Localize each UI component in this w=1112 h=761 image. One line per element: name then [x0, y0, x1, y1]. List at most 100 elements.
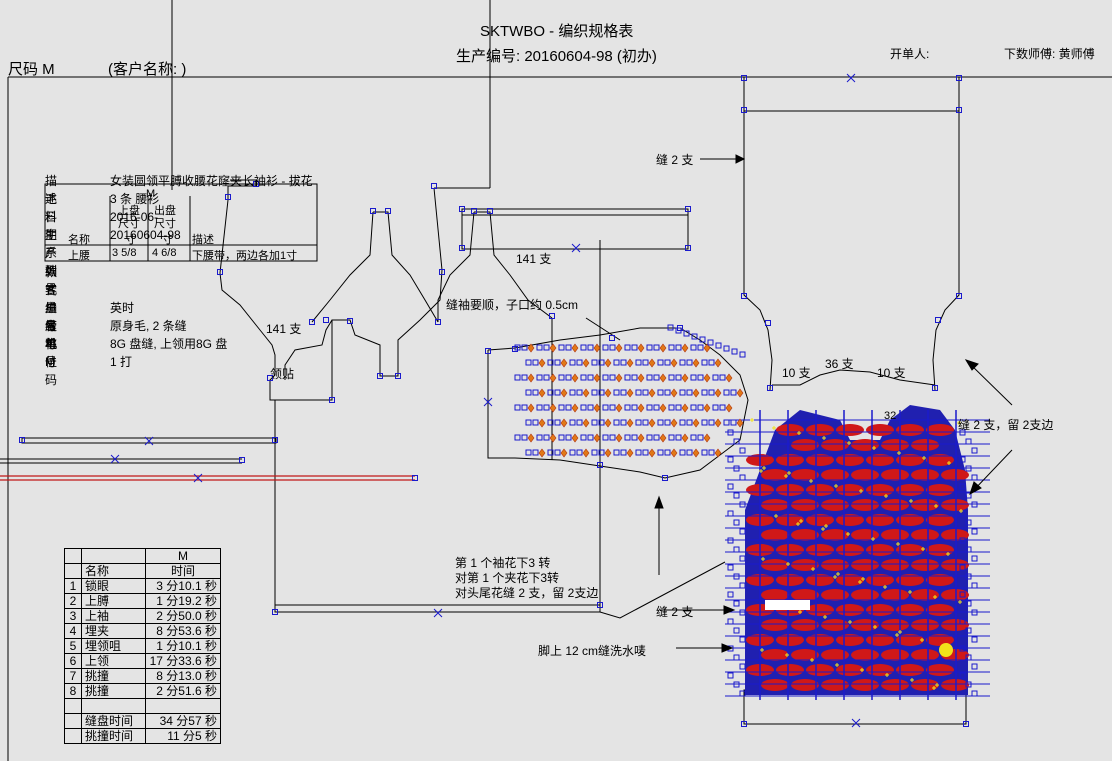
vertex-handle[interactable]	[459, 245, 465, 251]
time-row-name: 锁眼	[81, 578, 146, 594]
info-key: 毛料	[45, 192, 58, 225]
vertex-handle[interactable]	[347, 318, 353, 324]
vertex-handle[interactable]	[487, 208, 493, 214]
info-row-v2: 4 6/8	[152, 247, 177, 259]
customer-label: (客户名称: )	[108, 61, 187, 78]
vertex-handle[interactable]	[741, 721, 747, 727]
annotation-hem: 脚上 12 cm缝洗水唛	[538, 644, 647, 658]
time-row-number: 3	[64, 608, 82, 624]
vertex-handle[interactable]	[485, 348, 491, 354]
vertex-handle[interactable]	[662, 475, 668, 481]
knit-body-block	[725, 405, 990, 700]
vertex-handle[interactable]	[767, 385, 773, 391]
vertex-handle[interactable]	[963, 721, 969, 727]
vertex-handle[interactable]	[272, 437, 278, 443]
time-row-value: 8 分53.6 秒	[145, 623, 221, 639]
info-name-header: 名称	[68, 234, 90, 246]
info-value: 女装圆领平膊收腰花窿夹长袖衫 - 拔花	[110, 174, 313, 188]
time-row-value: 2 分50.0 秒	[145, 608, 221, 624]
annotation-collar: 领贴	[270, 367, 295, 381]
vertex-handle[interactable]	[512, 346, 518, 352]
vertex-handle[interactable]	[329, 397, 335, 403]
vertex-handle[interactable]	[435, 319, 441, 325]
vertex-handle[interactable]	[685, 206, 691, 212]
info-box	[44, 183, 318, 262]
info-value: 8G 盘缝, 上领用8G 盘	[110, 336, 228, 351]
annotation-flower-2: 对第 1 个夹花下3转	[455, 571, 560, 585]
time-time-header: 时间	[145, 563, 221, 579]
annotation-sew2-top: 缝 2 支	[656, 153, 694, 167]
info-col-upper: 上盘	[118, 205, 140, 217]
vertex-handle[interactable]	[765, 320, 771, 326]
pick-time-label: 挑撞时间	[81, 728, 146, 744]
vertex-handle[interactable]	[309, 319, 315, 325]
vertex-handle[interactable]	[253, 181, 259, 187]
time-row-name: 埋夹	[81, 623, 146, 639]
sew-time-label: 缝盘时间	[81, 713, 146, 729]
annotation-flower-1: 第 1 个袖花下3 转	[455, 556, 551, 570]
vertex-handle[interactable]	[677, 325, 683, 331]
time-name-header: 名称	[81, 563, 146, 579]
time-cell-empty	[64, 713, 82, 729]
time-row-number: 6	[64, 653, 82, 669]
vertex-handle[interactable]	[597, 602, 603, 608]
vertex-handle[interactable]	[323, 317, 329, 323]
vertex-handle[interactable]	[935, 317, 941, 323]
vertex-handle[interactable]	[685, 245, 691, 251]
size-label: 尺码 M	[8, 61, 55, 78]
production-number: 生产编号: 20160604-98 (初办)	[456, 48, 657, 65]
time-row-value: 1 分19.2 秒	[145, 593, 221, 609]
strip-pieces	[0, 437, 415, 481]
info-key: 日期	[45, 210, 58, 243]
time-table-size-row: M	[64, 548, 221, 564]
vertex-handle[interactable]	[956, 293, 962, 299]
annotation-thirtysix: 36 支	[825, 357, 854, 371]
vertex-markers	[19, 75, 969, 727]
vertex-handle[interactable]	[932, 385, 938, 391]
annotation-body-141: 141 支	[266, 322, 302, 336]
arrows	[654, 154, 1013, 653]
time-table-header-row: 名称时间	[64, 563, 221, 579]
vertex-handle[interactable]	[225, 194, 231, 200]
vertex-handle[interactable]	[377, 373, 383, 379]
vertex-handle[interactable]	[272, 609, 278, 615]
vertex-handle[interactable]	[597, 462, 603, 468]
time-cell-empty	[64, 698, 82, 714]
info-size-m: M	[146, 188, 156, 200]
info-key: 客户名称	[45, 282, 58, 351]
vertex-handle[interactable]	[267, 375, 273, 381]
vertex-handle[interactable]	[431, 183, 437, 189]
vertex-handle[interactable]	[239, 457, 245, 463]
vertex-handle[interactable]	[412, 475, 418, 481]
info-key: 缝毛	[45, 318, 58, 351]
info-key: 生产编号	[45, 228, 58, 297]
vertex-handle[interactable]	[956, 107, 962, 113]
master-label: 下数师傅: 黄师傅	[1004, 47, 1095, 61]
vertex-handle[interactable]	[370, 208, 376, 214]
vertex-handle[interactable]	[956, 75, 962, 81]
annotation-sew2-keep2: 缝 2 支，留 2支边	[958, 418, 1054, 432]
info-key: 款式编号	[45, 264, 58, 333]
vertex-handle[interactable]	[741, 293, 747, 299]
vertex-handle[interactable]	[459, 206, 465, 212]
vertex-handle[interactable]	[395, 373, 401, 379]
time-cell-empty	[64, 563, 82, 579]
info-cun-2: 寸	[162, 234, 173, 246]
vertex-handle[interactable]	[549, 313, 555, 319]
vertex-handle[interactable]	[19, 437, 25, 443]
vertex-handle[interactable]	[471, 208, 477, 214]
info-key: 描述	[45, 174, 58, 206]
vertex-handle[interactable]	[217, 269, 223, 275]
vertex-handle[interactable]	[609, 335, 615, 341]
vertex-handle[interactable]	[385, 208, 391, 214]
info-key: 量度单位	[45, 300, 58, 369]
vertex-handle[interactable]	[741, 75, 747, 81]
vertex-handle[interactable]	[741, 107, 747, 113]
vertex-handle[interactable]	[439, 269, 445, 275]
